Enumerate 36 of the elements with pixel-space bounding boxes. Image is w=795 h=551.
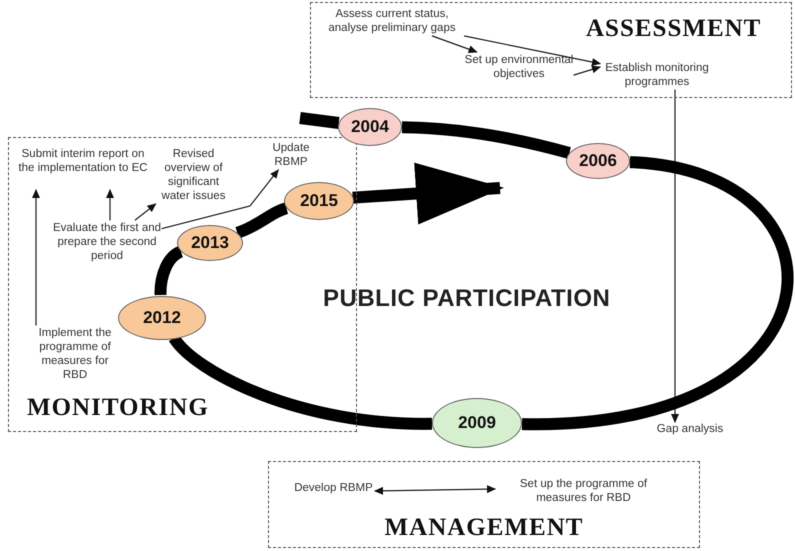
cycle-connector-line xyxy=(522,156,793,430)
step-text: Submit interim report on the implementation to EC xyxy=(15,147,151,191)
step-text: Establish monitoring programmes xyxy=(601,61,713,91)
arrow xyxy=(432,35,478,54)
cycle-arrow xyxy=(352,162,504,224)
arrow xyxy=(161,169,279,230)
step-text: Develop RBMP xyxy=(291,481,376,499)
arrow xyxy=(671,89,679,423)
year-oval: 2006 xyxy=(566,143,630,179)
step-text: Implement the programme of measures for RBD xyxy=(33,326,117,384)
step-text: Evaluate the first and prepare the second period xyxy=(51,221,163,267)
year-oval: 2004 xyxy=(338,108,402,146)
cycle-connector-line xyxy=(402,121,571,159)
arrow xyxy=(106,189,114,221)
center-label: PUBLIC PARTICIPATION xyxy=(323,285,610,313)
double-arrow xyxy=(374,485,496,495)
cycle-connector-line xyxy=(235,202,288,238)
step-text: Set up environmental objectives xyxy=(463,53,575,83)
step-text: Update RBMP xyxy=(263,141,319,171)
year-oval: 2009 xyxy=(432,398,522,448)
section-heading: ASSESSMENT xyxy=(586,15,762,43)
step-text: Revised overview of significant water issues xyxy=(156,147,231,205)
year-oval: 2012 xyxy=(118,296,206,340)
year-oval: 2015 xyxy=(284,182,354,220)
arrow xyxy=(573,66,601,76)
arrow xyxy=(32,189,40,326)
section-heading: MONITORING xyxy=(27,394,209,422)
arrow xyxy=(134,203,156,221)
arrow xyxy=(464,35,601,66)
section-heading: MANAGEMENT xyxy=(384,514,584,542)
year-oval: 2013 xyxy=(177,225,243,261)
dashed-section-box xyxy=(268,461,700,548)
step-text: Gap analysis xyxy=(650,422,730,440)
step-text: Set up the programme of measures for RBD xyxy=(496,477,671,507)
dashed-section-box xyxy=(310,2,792,98)
step-text: Assess current status, analyse preliminary gaps xyxy=(315,7,469,37)
